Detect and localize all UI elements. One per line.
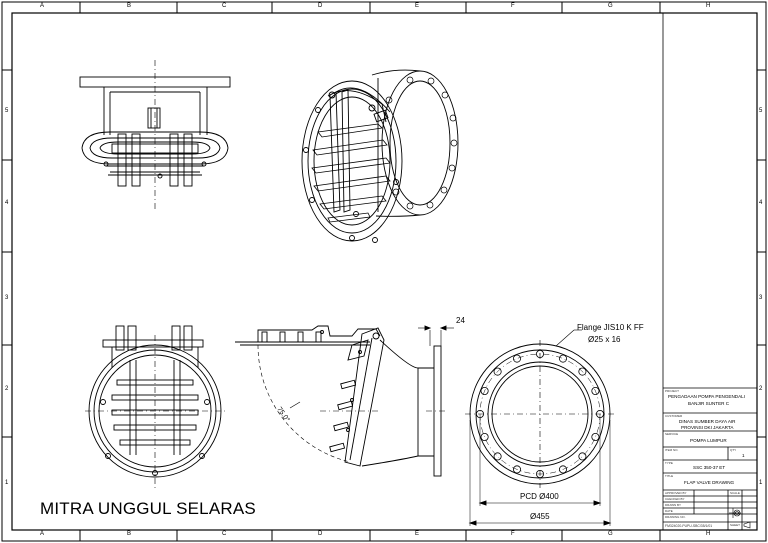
- bolt-hole-spec-label: Ø25 x 16: [588, 335, 621, 344]
- date-label: DATE: [665, 509, 673, 513]
- customer-line-2: PROVINSI DKI JAKARTA: [681, 425, 734, 430]
- zone-label-col-d-bottom: D: [318, 531, 323, 537]
- company-name: MITRA UNGGUL SELARAS: [40, 499, 256, 518]
- zone-label-row-1: 1: [5, 480, 9, 486]
- zone-label-col-e-bottom: E: [415, 531, 420, 537]
- customer-label: CUSTOMER: [665, 414, 683, 418]
- zone-label-col-b-bottom: B: [127, 531, 132, 537]
- zone-label-col-c: C: [222, 3, 227, 9]
- drawn-by-label: DRAWN BY: [665, 503, 682, 507]
- title-label: TITLE: [665, 474, 674, 478]
- zone-label-col-h-bottom: H: [706, 531, 711, 537]
- zone-label-row-5-right: 5: [759, 108, 763, 114]
- qty-label: QTY: [730, 448, 737, 452]
- zone-label-row-3-right: 3: [759, 295, 763, 301]
- zone-label-col-c-bottom: C: [222, 531, 227, 537]
- project-line-1: PENGADAAN POMPA PENGENDALI: [668, 394, 746, 399]
- sheet-label: SHEET: [730, 523, 741, 527]
- pcd-dimension: PCD Ø400: [520, 492, 559, 501]
- checked-by-label: CHECKED BY: [665, 497, 685, 501]
- service-label: SERVICE: [665, 432, 679, 436]
- projection-symbol-icon: [729, 508, 751, 529]
- zone-label-row-3: 3: [5, 295, 9, 301]
- zone-label-col-f: F: [511, 3, 515, 9]
- isometric-view: [301, 69, 459, 243]
- drawing-no-label: DRAWING NO.: [665, 515, 686, 519]
- zone-label-col-h: H: [706, 3, 711, 9]
- zone-label-row-4-right: 4: [759, 200, 763, 206]
- thickness-dimension: 24: [456, 316, 465, 325]
- qty-value: 1: [742, 453, 745, 458]
- zone-label-row-4: 4: [5, 200, 9, 206]
- zone-label-row-2: 2: [5, 386, 9, 392]
- inner-border: [11, 12, 758, 531]
- zone-label-row-1-right: 1: [759, 480, 763, 486]
- flange-spec-label: Flange JIS10 K FF: [577, 323, 644, 332]
- flange-view: [465, 329, 615, 526]
- customer-line-1: DINAS SUMBER DAYA AIR: [679, 419, 736, 424]
- side-view: [235, 325, 454, 477]
- project-line-2: BANJIR SUNTER C: [688, 401, 730, 406]
- zone-label-col-f-bottom: F: [511, 531, 515, 537]
- zone-label-col-a: A: [40, 3, 45, 9]
- zone-label-col-d: D: [318, 3, 323, 9]
- drawing-title: FLAP VALVE DRAWING: [684, 480, 735, 485]
- zone-label-row-2-right: 2: [759, 386, 763, 392]
- drawing-no-value: FM324020-PUPU-SBC/35/1/01: [665, 524, 713, 528]
- zone-label-col-b: B: [127, 3, 132, 9]
- zone-label-col-g-bottom: G: [608, 531, 613, 537]
- scale-label: SCALE: [730, 491, 740, 495]
- front-view: [85, 325, 225, 490]
- model-value: SSC 350-37 ET: [693, 465, 726, 470]
- outer-diameter-dimension: Ø455: [530, 512, 550, 521]
- zone-label-col-g: G: [608, 3, 613, 9]
- zone-label-col-a-bottom: A: [40, 531, 45, 537]
- zone-label-row-5: 5: [5, 108, 9, 114]
- project-label: PROJECT: [665, 389, 680, 393]
- top-view: [79, 60, 231, 210]
- approved-by-label: APPROVED BY: [665, 491, 687, 495]
- title-block-frame: [662, 13, 757, 530]
- item-no-label: ITEM NO.: [665, 448, 679, 452]
- type-label: TYPE: [665, 461, 673, 465]
- service-value: POMPA LUMPUR: [690, 438, 727, 443]
- zone-label-col-e: E: [415, 3, 420, 9]
